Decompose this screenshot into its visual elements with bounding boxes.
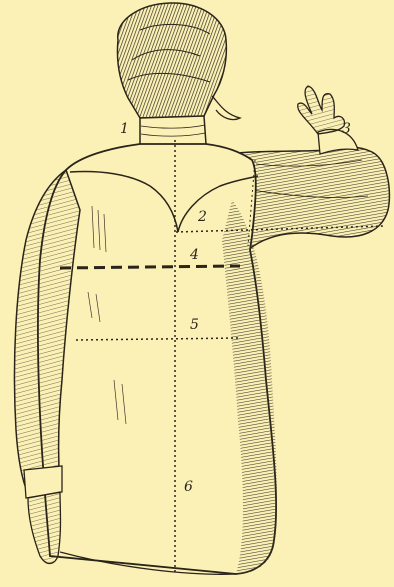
measurement-label-6: 6 [184, 480, 193, 494]
measurement-label-3: 3 [342, 122, 351, 136]
measurement-label-4: 4 [190, 248, 199, 262]
measurement-label-2: 2 [198, 210, 207, 224]
head [117, 3, 240, 120]
collar [140, 116, 206, 147]
measurement-label-5: 5 [190, 318, 199, 332]
measurement-label-1: 1 [120, 122, 129, 136]
